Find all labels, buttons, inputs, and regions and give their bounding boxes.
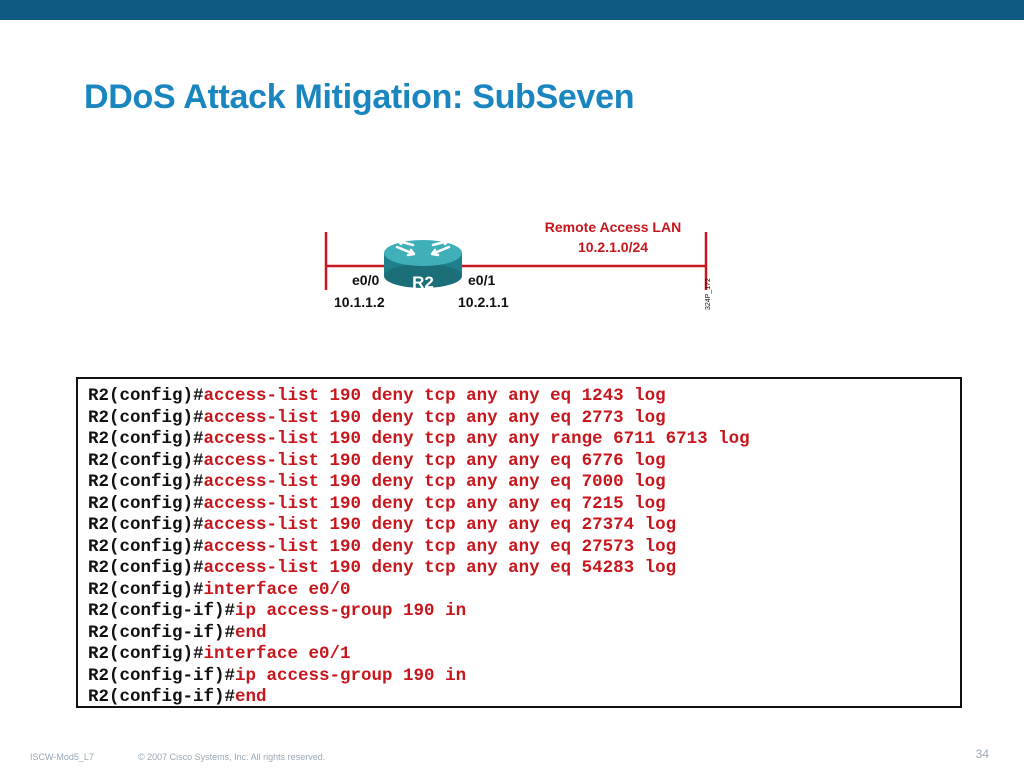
cli-command: access-list 190 deny tcp any any eq 2757…	[203, 536, 677, 557]
cli-line: R2(config-if)#end	[88, 687, 750, 709]
cli-command: end	[235, 622, 267, 643]
top-banner	[0, 0, 1024, 20]
cli-prompt: R2(config-if)#	[88, 622, 236, 643]
lan-subnet-label: 10.2.1.0/24	[578, 239, 648, 255]
router-label: R2	[412, 273, 434, 292]
cli-command: access-list 190 deny tcp any any eq 7215…	[203, 493, 666, 514]
cli-prompt: R2(config)#	[88, 407, 204, 428]
right-interface-label: e0/1	[468, 272, 495, 288]
figure-id: 324P_172	[705, 278, 712, 310]
cli-prompt: R2(config)#	[88, 472, 204, 492]
page-number: 34	[975, 747, 989, 761]
cli-line: R2(config-if)#ip access-group 190 in	[88, 666, 750, 688]
cli-line: R2(config)#access-list 190 deny tcp any …	[88, 515, 750, 537]
cli-command: interface e0/1	[203, 644, 351, 664]
cli-prompt: R2(config)#	[88, 386, 204, 406]
cli-command: access-list 190 deny tcp any any eq 1243…	[203, 386, 666, 406]
cli-command: access-list 190 deny tcp any any range 6…	[203, 429, 750, 449]
cli-command: access-list 190 deny tcp any any eq 6776…	[203, 450, 666, 471]
lan-label: Remote Access LAN	[545, 219, 681, 235]
cli-command: access-list 190 deny tcp any any eq 2737…	[203, 515, 677, 535]
cli-prompt: R2(config)#	[88, 644, 204, 664]
cli-line: R2(config)#access-list 190 deny tcp any …	[88, 558, 750, 580]
cli-line: R2(config)#access-list 190 deny tcp any …	[88, 408, 750, 430]
cli-prompt: R2(config)#	[88, 515, 204, 535]
cli-command: interface e0/0	[203, 579, 351, 600]
cli-command: ip access-group 190 in	[235, 601, 467, 621]
cli-prompt: R2(config)#	[88, 558, 204, 578]
slide-title: DDoS Attack Mitigation: SubSeven	[84, 78, 635, 116]
right-ip-label: 10.2.1.1	[458, 294, 509, 310]
cli-command: ip access-group 190 in	[235, 665, 467, 686]
cli-line: R2(config)#access-list 190 deny tcp any …	[88, 429, 750, 451]
cli-prompt: R2(config)#	[88, 493, 204, 514]
cli-line: R2(config)#access-list 190 deny tcp any …	[88, 451, 750, 473]
cli-prompt: R2(config-if)#	[88, 601, 236, 621]
cli-prompt: R2(config)#	[88, 579, 204, 600]
left-ip-label: 10.1.1.2	[334, 294, 385, 310]
network-diagram: R2 e0/0 10.1.1.2 e0/1 10.2.1.1 Remote Ac…	[324, 219, 712, 310]
cli-line: R2(config)#access-list 190 deny tcp any …	[88, 537, 750, 559]
cli-prompt: R2(config)#	[88, 450, 204, 471]
cli-line: R2(config-if)#end	[88, 623, 750, 645]
router-icon	[384, 237, 462, 288]
cli-command: access-list 190 deny tcp any any eq 2773…	[203, 407, 666, 428]
cli-command: end	[235, 687, 267, 707]
cli-prompt: R2(config)#	[88, 429, 204, 449]
cli-line: R2(config)#access-list 190 deny tcp any …	[88, 494, 750, 516]
left-interface-label: e0/0	[352, 272, 379, 288]
cli-config-box: R2(config)#access-list 190 deny tcp any …	[76, 377, 962, 708]
cli-line: R2(config-if)#ip access-group 190 in	[88, 601, 750, 623]
cli-prompt: R2(config-if)#	[88, 665, 236, 686]
cli-line: R2(config)#interface e0/0	[88, 580, 750, 602]
cli-line: R2(config)#access-list 190 deny tcp any …	[88, 472, 750, 494]
cli-line: R2(config)#interface e0/1	[88, 644, 750, 666]
cli-prompt: R2(config)#	[88, 536, 204, 557]
cli-command: access-list 190 deny tcp any any eq 5428…	[203, 558, 677, 578]
footer-course-code: ISCW-Mod5_L7	[30, 752, 94, 762]
cli-config-lines: R2(config)#access-list 190 deny tcp any …	[88, 386, 750, 709]
cli-line: R2(config)#access-list 190 deny tcp any …	[88, 386, 750, 408]
cli-prompt: R2(config-if)#	[88, 687, 236, 707]
footer-copyright: © 2007 Cisco Systems, Inc. All rights re…	[138, 752, 326, 762]
cli-command: access-list 190 deny tcp any any eq 7000…	[203, 472, 666, 492]
